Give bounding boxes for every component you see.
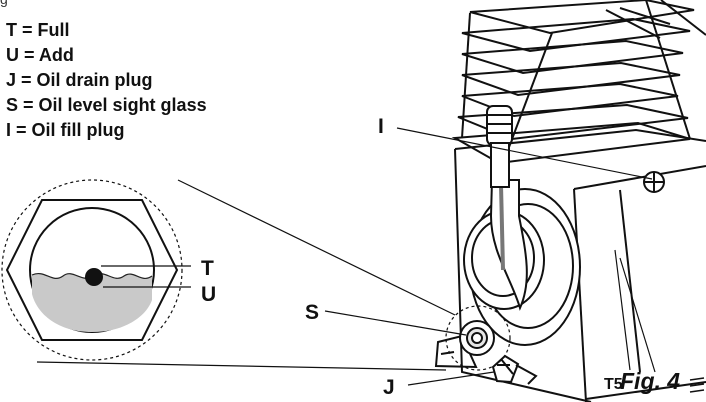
figure-label-trail xyxy=(689,377,705,393)
drain-plug-leader xyxy=(407,371,495,386)
callout-leaders xyxy=(324,127,656,386)
fin-side-left xyxy=(461,12,471,139)
legend-oil-fill-plug: I = Oil fill plug xyxy=(6,120,125,140)
legend-oil-drain-plug: J = Oil drain plug xyxy=(6,70,153,90)
crankcase-far-right-face xyxy=(619,189,641,373)
legend-oil-level-sight-glass: S = Oil level sight glass xyxy=(6,95,207,115)
callout-u: U xyxy=(201,283,216,306)
callout-i: I xyxy=(378,115,384,138)
figure-leader-2 xyxy=(614,249,631,371)
oil-window-assembly xyxy=(463,105,581,346)
drain-plug-body xyxy=(491,354,520,384)
magnified-level-dot xyxy=(85,268,103,286)
magnified-oil-level xyxy=(32,273,152,332)
magnifier-leader-lower xyxy=(36,361,447,371)
fill-bolt-lines xyxy=(644,172,664,192)
fin-side-right xyxy=(645,0,691,140)
drain-thread xyxy=(515,364,538,385)
callout-s: S xyxy=(305,301,319,324)
fill-plug-leader xyxy=(396,127,653,180)
fin-4 xyxy=(461,61,681,97)
fill-tube-highlight xyxy=(499,184,505,271)
legend-full: T = Full xyxy=(6,20,70,40)
sight-glass-leader xyxy=(324,310,467,336)
bottom-mark: T5 xyxy=(604,376,623,393)
fin-1 xyxy=(469,0,695,35)
magnifier-leader-upper xyxy=(177,179,456,316)
crankcase-left-face xyxy=(454,148,592,402)
crankcase xyxy=(434,128,706,402)
fill-plug-cap xyxy=(486,105,513,146)
sight-glass-callout-ring xyxy=(445,305,511,371)
crankcase-top xyxy=(454,128,706,150)
drain-plug-hex xyxy=(497,358,514,375)
sight-glass-center xyxy=(471,332,483,344)
fill-plug-ribs xyxy=(487,114,512,134)
fin-3 xyxy=(461,39,684,75)
fin-2 xyxy=(461,17,691,53)
figure-leader-1 xyxy=(619,257,656,373)
figure-label: Fig. 4 xyxy=(620,368,680,394)
clipped-top-text: g xyxy=(0,0,50,9)
side-pipe-2 xyxy=(660,0,706,36)
legend-add: U = Add xyxy=(6,45,74,65)
crankcase-right-face xyxy=(573,188,587,402)
magnified-sight-glass-view xyxy=(1,179,456,371)
crankcase-cover-line xyxy=(573,165,706,190)
mount-flange xyxy=(434,334,478,369)
side-pipe-1 xyxy=(605,7,671,39)
callout-t: T xyxy=(201,257,214,280)
mount-hole xyxy=(440,351,455,355)
callout-j: J xyxy=(383,376,395,399)
small-fittings xyxy=(459,0,706,385)
crankcase-lower-edge xyxy=(585,381,706,400)
legend: T = Full U = Add J = Oil drain plug S = … xyxy=(6,18,306,143)
fill-plug-stem xyxy=(490,142,510,188)
